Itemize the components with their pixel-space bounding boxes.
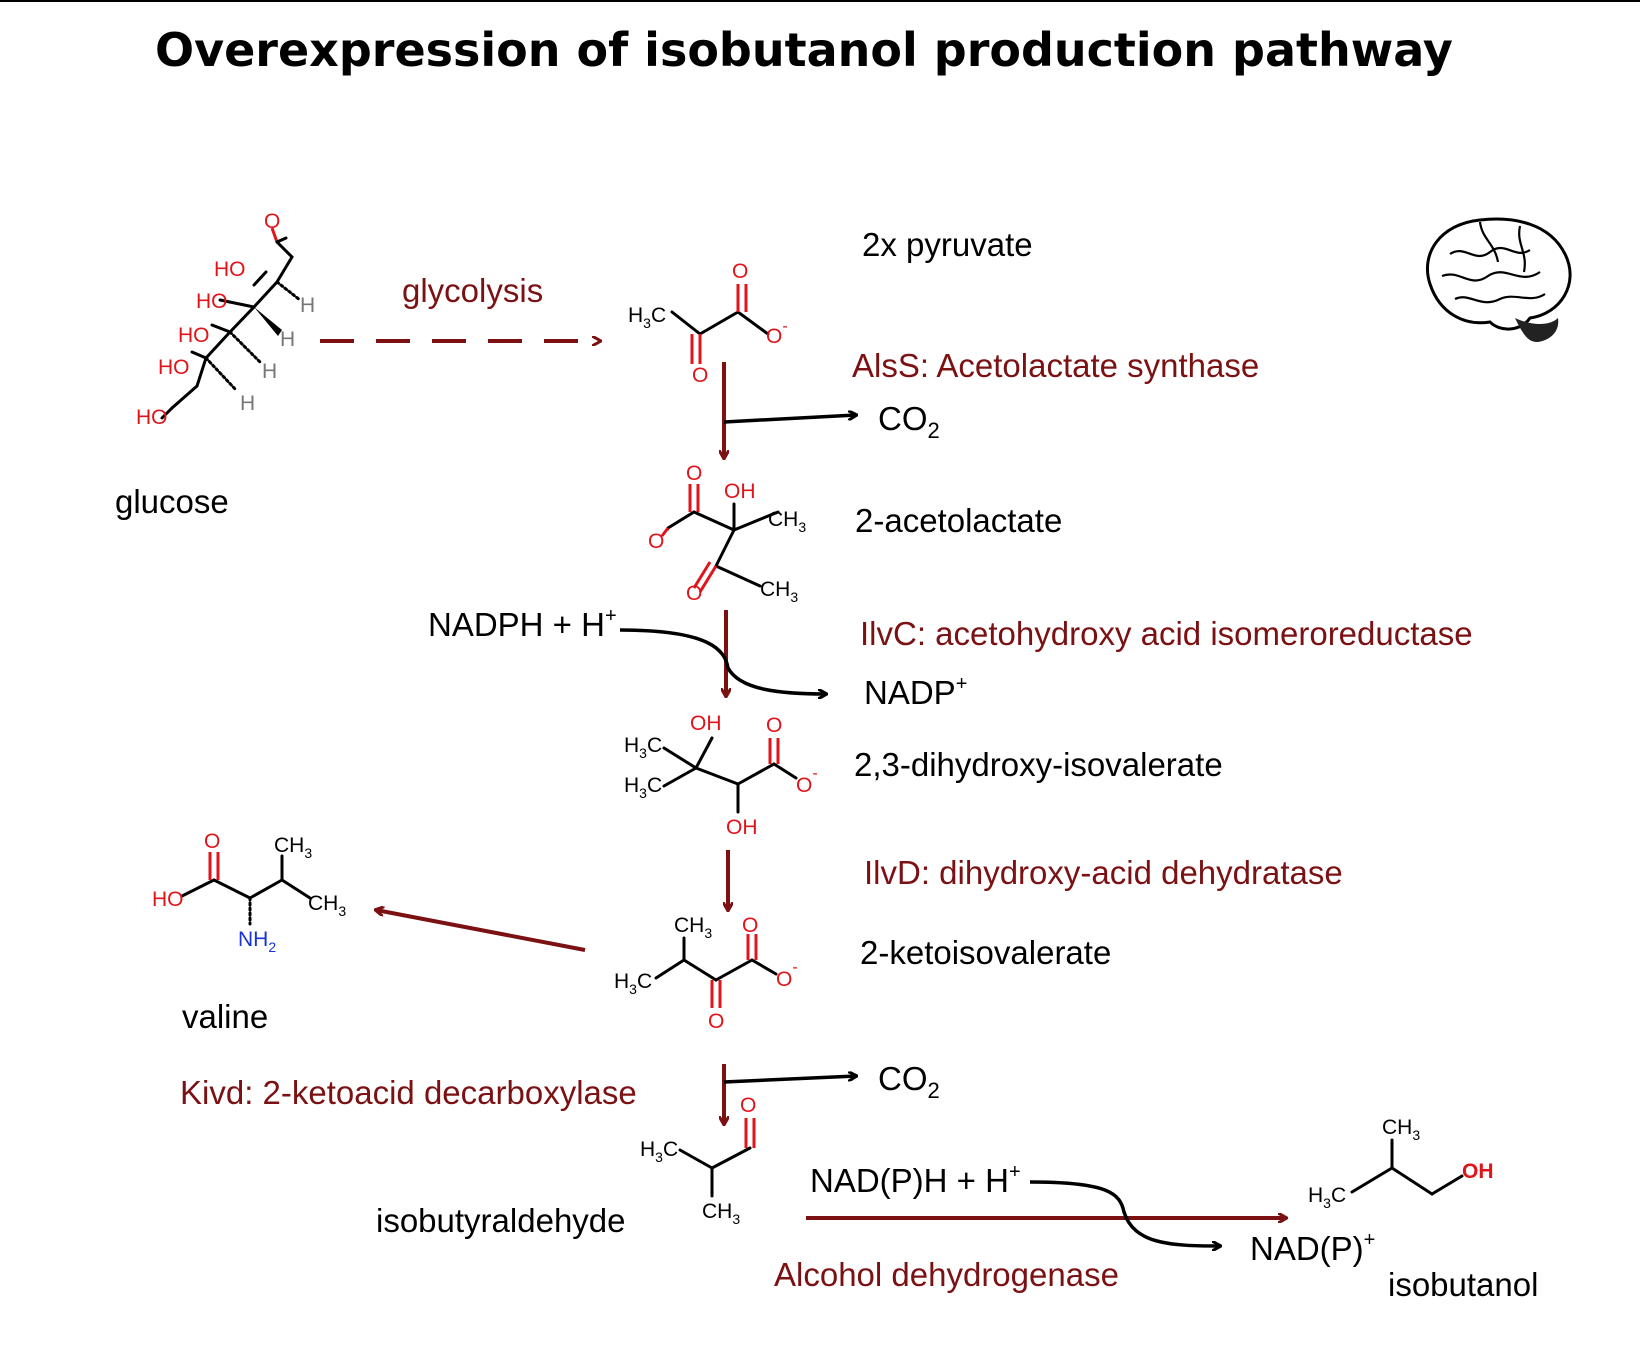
page-title: Overexpression of isobutanol production … <box>155 23 1453 77</box>
valine-ch3-top: CH3 <box>274 834 312 861</box>
glucose-o: O <box>264 210 280 233</box>
valine-structure: O CH3 CH3 HO NH2 <box>152 830 346 955</box>
pyruvate-o-bottom: O <box>692 364 708 387</box>
acetolactate-o-top: O <box>686 462 702 485</box>
pyruvate-o-top: O <box>732 260 748 283</box>
label-dihydroxy-isovalerate: 2,3-dihydroxy-isovalerate <box>854 746 1223 783</box>
glucose-structure: O HO HO HO HO HO H H H H <box>136 210 315 429</box>
valine-ch3-right: CH3 <box>308 892 346 919</box>
glucose-ho-3: HO <box>178 324 210 347</box>
label-glucose: glucose <box>115 483 229 520</box>
ketoisovalerate-h3c: H3C <box>614 970 652 997</box>
valine-o: O <box>204 830 220 853</box>
glucose-ho-1: HO <box>214 258 246 281</box>
acetolactate-ch3-2: CH3 <box>760 578 798 605</box>
isobutanol-ch3: CH3 <box>1382 1116 1420 1143</box>
isobutanol-h3c: H3C <box>1308 1184 1346 1211</box>
label-isobutyraldehyde: isobutyraldehyde <box>376 1202 626 1239</box>
ketoisovalerate-ch3: CH3 <box>674 914 712 941</box>
valine-nh2: NH2 <box>238 928 276 955</box>
acetolactate-structure: O OH CH3 O- O CH3 <box>648 462 806 605</box>
dihydroxy-isovalerate-structure: OH O H3C H3C O- OH <box>624 712 818 839</box>
label-glycolysis: glycolysis <box>402 272 543 309</box>
glucose-h-1: H <box>300 294 315 317</box>
cofactor-nadph: NADPH + H+ <box>428 605 617 643</box>
glucose-ho-5: HO <box>136 406 168 429</box>
isobutyraldehyde-structure: O H3C CH3 <box>640 1094 756 1227</box>
adh-cofactor-arrow <box>1029 1180 1220 1246</box>
kivd-co2-arrow <box>723 1076 856 1084</box>
ketoisovalerate-o-top: O <box>742 914 758 937</box>
enzyme-ilvd: IlvD: dihydroxy-acid dehydratase <box>864 854 1343 891</box>
acetolactate-o-minus: O- <box>648 521 670 553</box>
cofactor-nadp-2: NAD(P)+ <box>1250 1229 1375 1267</box>
valine-arrow <box>376 910 586 952</box>
isobutyraldehyde-h3c: H3C <box>640 1138 678 1165</box>
co2-2: CO2 <box>878 1060 940 1103</box>
cofactor-nadp: NADP+ <box>864 673 967 711</box>
ketoisovalerate-o-minus: O- <box>776 959 798 991</box>
dihydroxy-h3c-2: H3C <box>624 774 662 801</box>
enzyme-kivd: Kivd: 2-ketoacid decarboxylase <box>180 1074 637 1111</box>
dihydroxy-o-top: O <box>766 714 782 737</box>
glucose-h-3: H <box>262 360 277 383</box>
cofactor-nadph-2: NAD(P)H + H+ <box>810 1161 1021 1199</box>
isobutanol-structure: CH3 H3C OH <box>1308 1116 1494 1211</box>
co2-1: CO2 <box>878 400 940 443</box>
label-acetolactate: 2-acetolactate <box>855 502 1062 539</box>
label-pyruvate: 2x pyruvate <box>862 226 1033 263</box>
dihydroxy-oh-bottom: OH <box>726 816 758 839</box>
enzyme-adh: Alcohol dehydrogenase <box>774 1256 1119 1293</box>
pyruvate-h3c: H3C <box>628 304 666 331</box>
valine-ho: HO <box>152 888 184 911</box>
ketoisovalerate-structure: CH3 O H3C O- O <box>614 914 798 1033</box>
brain-icon <box>1425 217 1572 342</box>
isobutyraldehyde-o: O <box>740 1094 756 1117</box>
glucose-ho-4: HO <box>158 356 190 379</box>
enzyme-alss: AlsS: Acetolactate synthase <box>852 347 1259 384</box>
label-ketoisovalerate: 2-ketoisovalerate <box>860 934 1111 971</box>
dihydroxy-o-minus: O- <box>796 765 818 797</box>
dihydroxy-oh-top: OH <box>690 712 722 735</box>
isobutyraldehyde-ch3: CH3 <box>702 1200 740 1227</box>
acetolactate-oh: OH <box>724 480 756 503</box>
glucose-h-4: H <box>240 392 255 415</box>
glucose-h-2: H <box>280 328 295 351</box>
isobutanol-oh: OH <box>1462 1160 1494 1183</box>
acetolactate-o-bottom: O <box>686 582 702 605</box>
enzyme-ilvc: IlvC: acetohydroxy acid isomeroreductase <box>860 615 1473 652</box>
label-valine: valine <box>182 998 268 1035</box>
pyruvate-o-minus: O- <box>766 318 788 348</box>
acetolactate-ch3-1: CH3 <box>768 508 806 535</box>
ilvc-cofactor-arrow <box>619 628 826 694</box>
glucose-ho-2: HO <box>196 290 228 313</box>
ketoisovalerate-o-bottom: O <box>708 1010 724 1033</box>
label-isobutanol: isobutanol <box>1388 1266 1538 1303</box>
dihydroxy-h3c-1: H3C <box>624 734 662 761</box>
alss-co2-arrow <box>723 415 856 424</box>
pyruvate-structure: H3C O O O- <box>628 260 788 387</box>
